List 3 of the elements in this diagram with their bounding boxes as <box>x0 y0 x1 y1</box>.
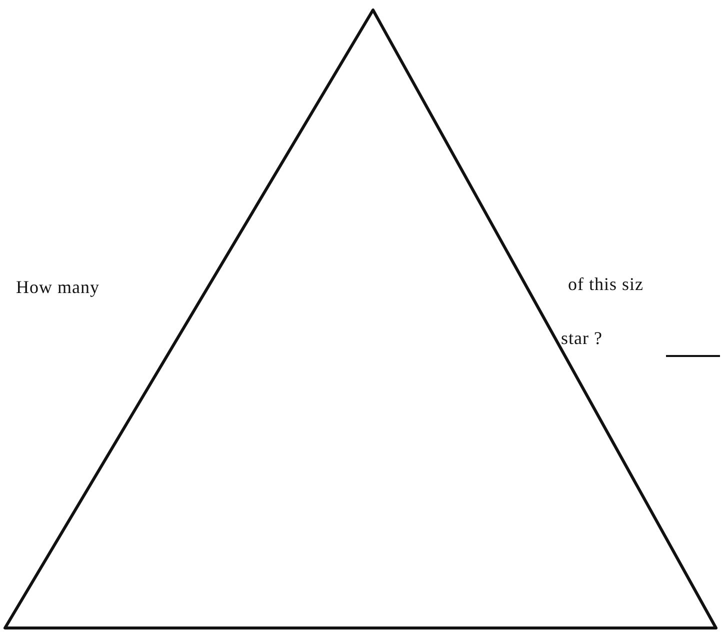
question-text: How many <box>16 277 100 298</box>
question-text: star ? <box>561 328 602 349</box>
question-text: of this siz <box>568 274 644 295</box>
